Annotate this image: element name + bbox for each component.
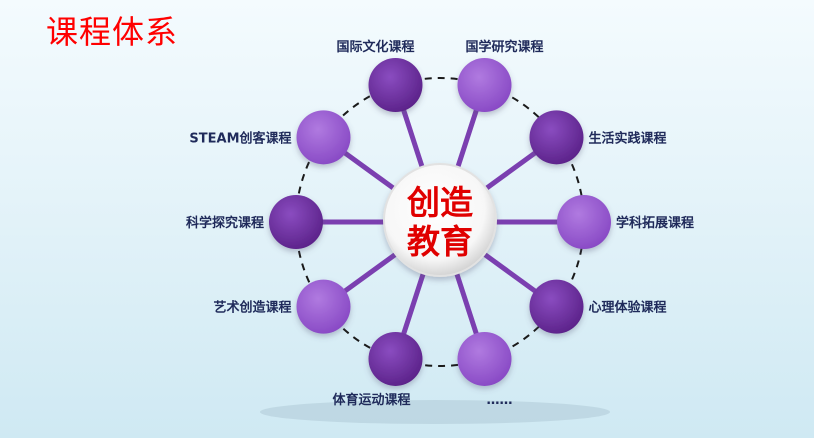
course-label: …… [486,393,512,408]
center-circle [383,163,497,277]
ground-shadow [260,400,610,424]
center-line-1: 创造 [406,183,473,222]
course-label: 国学研究课程 [465,39,543,55]
course-node [296,279,351,334]
course-label: 艺术创造课程 [213,300,291,316]
course-node [557,195,611,249]
course-label: 体育运动课程 [332,392,410,408]
course-label: 生活实践课程 [588,130,666,146]
course-node [457,331,512,386]
page-title: 课程体系 [46,13,179,51]
course-node [368,58,423,113]
course-node [529,279,584,334]
course-label: STEAM创客课程 [189,130,291,146]
course-node [296,110,351,165]
course-label: 学科拓展课程 [616,215,694,231]
course-label: 心理体验课程 [588,300,666,316]
course-label: 国际文化课程 [336,39,414,55]
center-line-2: 教育 [407,222,473,261]
center-hub: 创造 教育 [383,163,497,277]
course-label: 科学探究课程 [186,215,264,231]
course-node [269,195,323,249]
course-node [457,58,512,113]
course-node [368,331,423,386]
course-node [529,110,584,165]
